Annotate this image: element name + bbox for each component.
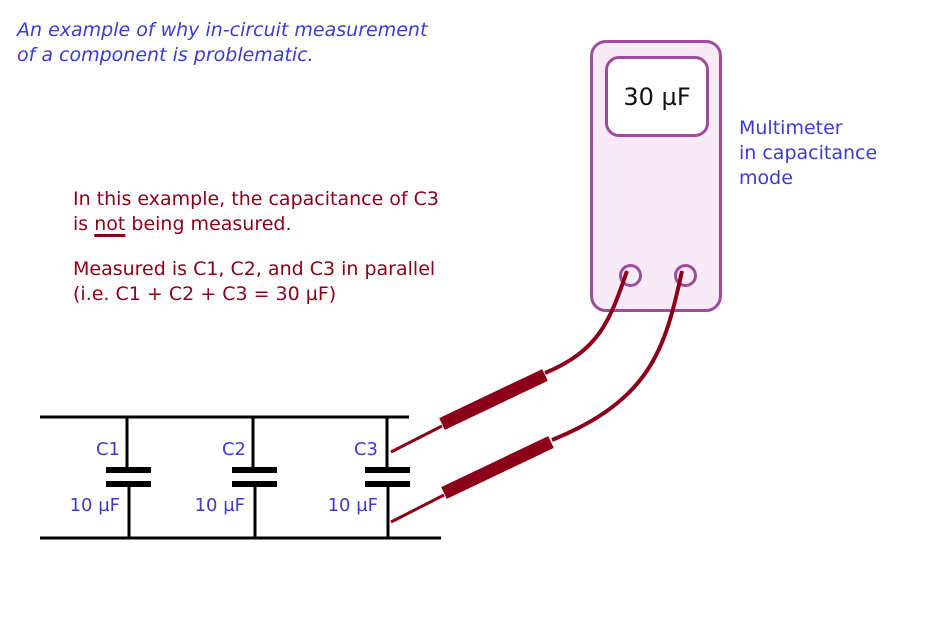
note2-line-1: Measured is C1, C2, and C3 in parallel bbox=[73, 258, 436, 280]
title-line-1: An example of why in-circuit measurement bbox=[17, 19, 428, 41]
probe-2 bbox=[390, 270, 684, 524]
note1-pre: is bbox=[73, 213, 95, 235]
multimeter: 30 µF bbox=[590, 40, 722, 312]
capacitor-c2 bbox=[232, 417, 277, 538]
c2-name: C2 bbox=[222, 439, 246, 460]
note1-post: being measured. bbox=[125, 213, 292, 235]
multimeter-label-line-1: Multimeter bbox=[739, 117, 843, 139]
c2-value: 10 µF bbox=[195, 495, 245, 516]
title-line-2: of a component is problematic. bbox=[17, 44, 314, 66]
multimeter-label-line-3: mode bbox=[739, 167, 793, 189]
note-measured-parallel: Measured is C1, C2, and C3 in parallel (… bbox=[73, 257, 435, 307]
c3-name: C3 bbox=[354, 439, 378, 460]
diagram-title: An example of why in-circuit measurement… bbox=[17, 18, 427, 68]
multimeter-label-line-2: in capacitance bbox=[739, 142, 878, 164]
capacitor-c3 bbox=[365, 417, 410, 538]
multimeter-display: 30 µF bbox=[605, 56, 709, 137]
c1-value: 10 µF bbox=[70, 495, 120, 516]
note1-line-2: is not being measured. bbox=[73, 212, 439, 237]
capacitor-c1 bbox=[106, 417, 151, 538]
note2-line-2: (i.e. C1 + C2 + C3 = 30 µF) bbox=[73, 283, 337, 305]
c1-name: C1 bbox=[96, 439, 120, 460]
multimeter-label: Multimeter in capacitance mode bbox=[739, 116, 877, 191]
c3-value: 10 µF bbox=[328, 495, 378, 516]
emphasis-not: not bbox=[94, 213, 126, 235]
note-not-measured: In this example, the capacitance of C3 i… bbox=[73, 187, 439, 237]
note1-line-1: In this example, the capacitance of C3 bbox=[73, 188, 440, 210]
probe-1 bbox=[390, 270, 629, 454]
